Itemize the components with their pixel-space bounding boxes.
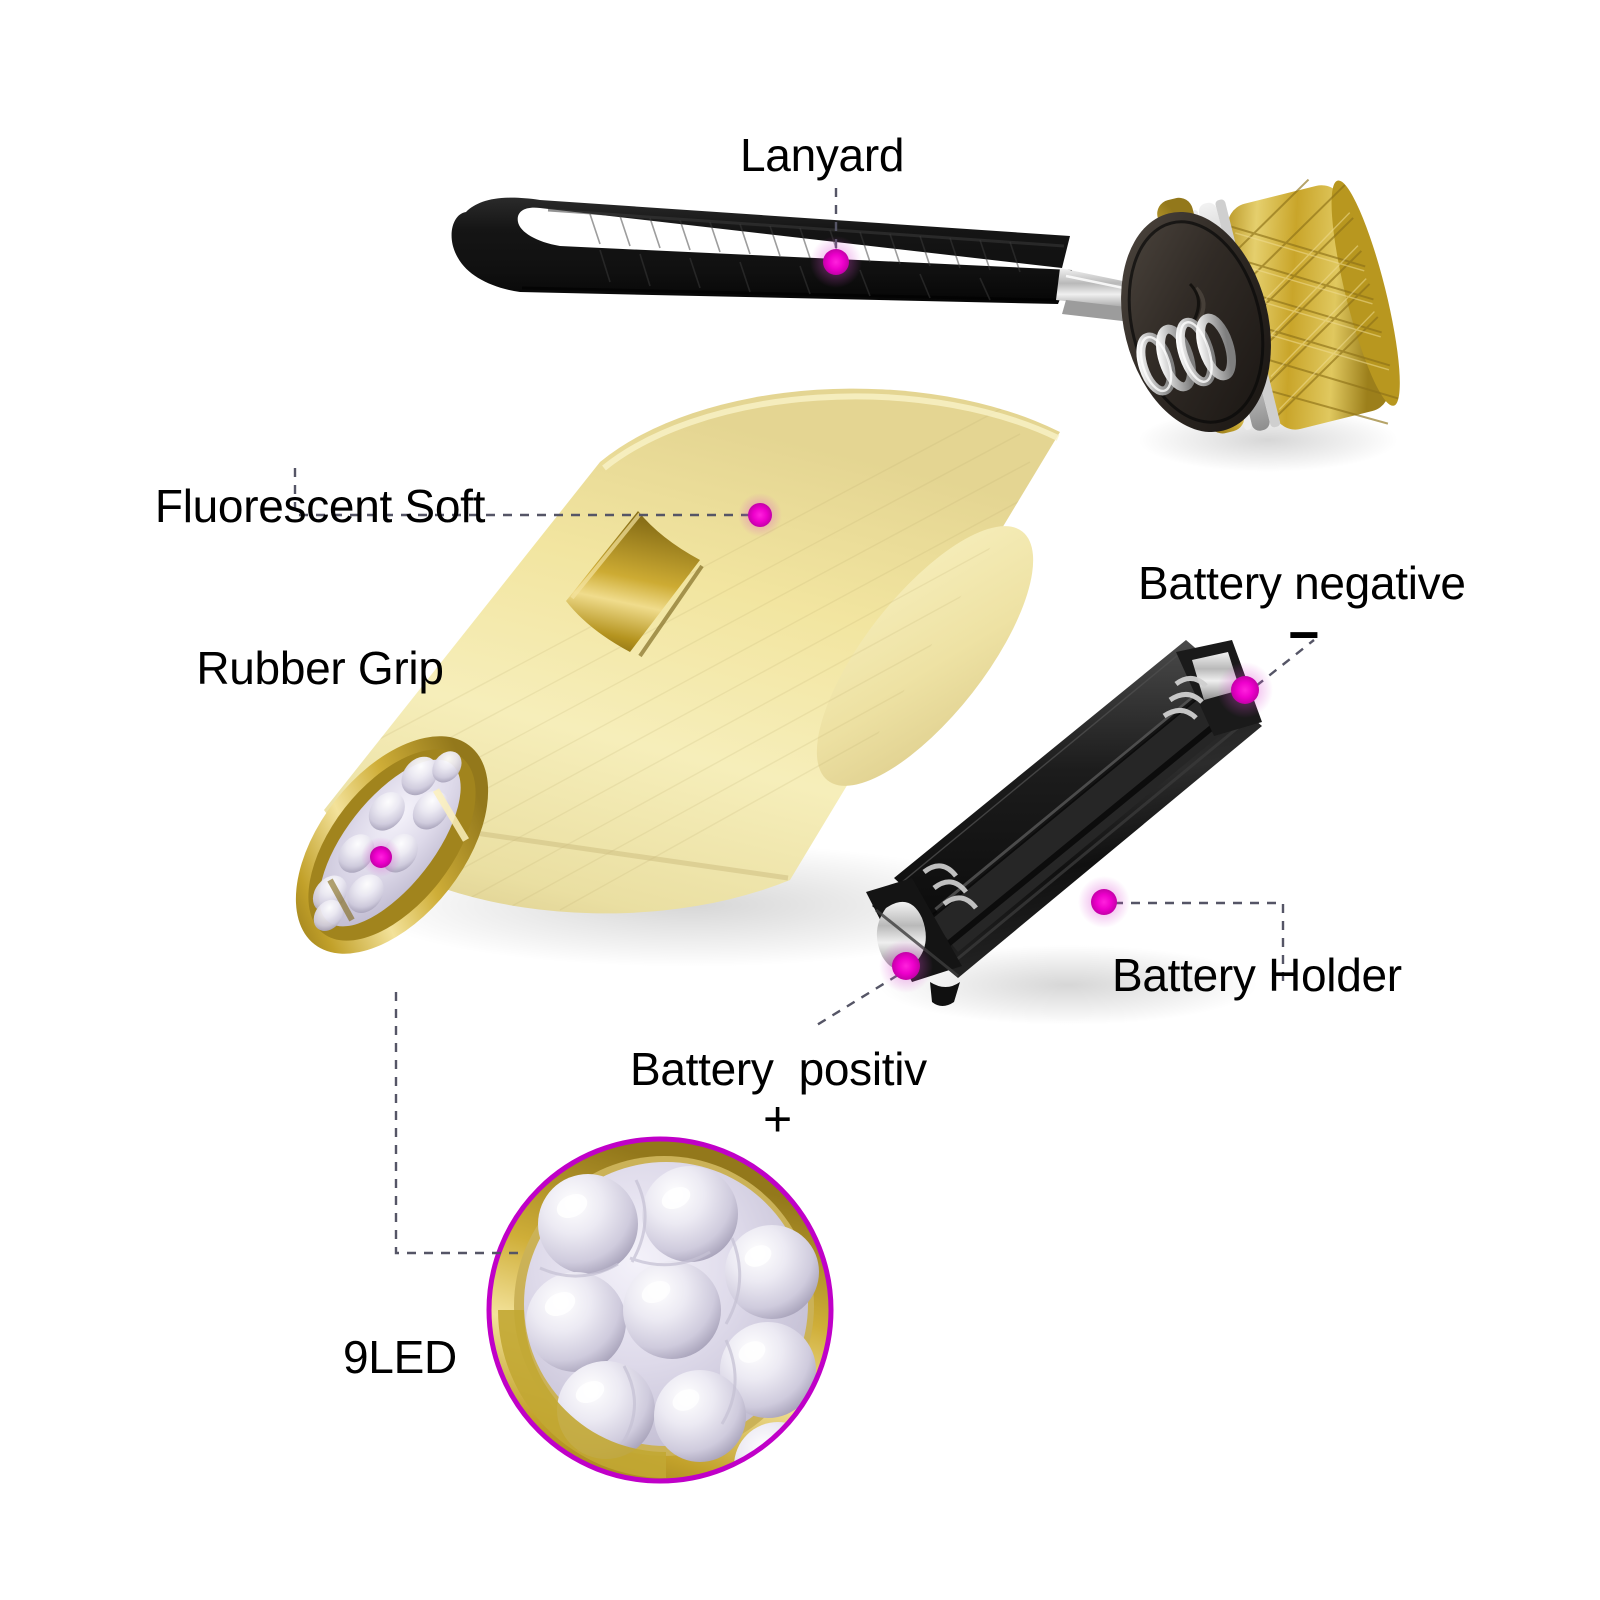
battery-positive-contact [866, 863, 978, 1006]
marker-battery-holder [1078, 876, 1130, 928]
label-rubber-grip-line-2: Rubber Grip [196, 642, 444, 695]
marker-battery-negative [1217, 662, 1273, 718]
marker-dots [361, 236, 1273, 993]
label-lanyard: Lanyard [740, 129, 905, 181]
lanyard-metal-clip [1056, 268, 1168, 326]
marker-battery-positiv [879, 939, 933, 993]
label-battery-negative: Battery negative [1138, 557, 1466, 609]
shadow-cap [1138, 408, 1398, 472]
battery-negative-contact [1162, 640, 1262, 736]
closeup-outline-ring [486, 1136, 834, 1484]
tail-cap [1121, 178, 1400, 434]
marker-rubber-grip [738, 493, 782, 537]
tail-switch-face [1121, 211, 1271, 433]
tail-spring [1136, 313, 1236, 396]
leader-nine-led [394, 992, 522, 1255]
leader-battery-positiv [811, 973, 899, 1030]
plus-sign: + [763, 1091, 793, 1147]
marker-flashlight-head [361, 837, 401, 877]
led-glass-face [524, 1162, 808, 1446]
label-battery-holder: Battery Holder [1112, 949, 1402, 1001]
gold-ring-band [566, 511, 704, 658]
marker-lanyard [810, 236, 862, 288]
minus-sign: − [1288, 605, 1320, 665]
led-dome-group [526, 1166, 822, 1482]
label-fluorescent-soft-rubber-grip: Fluorescent Soft Rubber Grip [150, 370, 490, 804]
label-nine-led: 9LED [343, 1331, 457, 1383]
lanyard-strap [451, 197, 1168, 326]
label-battery-positiv: Battery positiv [630, 1043, 927, 1095]
shadow-body [360, 843, 1020, 967]
label-rubber-grip-line-1: Fluorescent Soft [154, 479, 486, 532]
nine-led-closeup [486, 1136, 834, 1484]
